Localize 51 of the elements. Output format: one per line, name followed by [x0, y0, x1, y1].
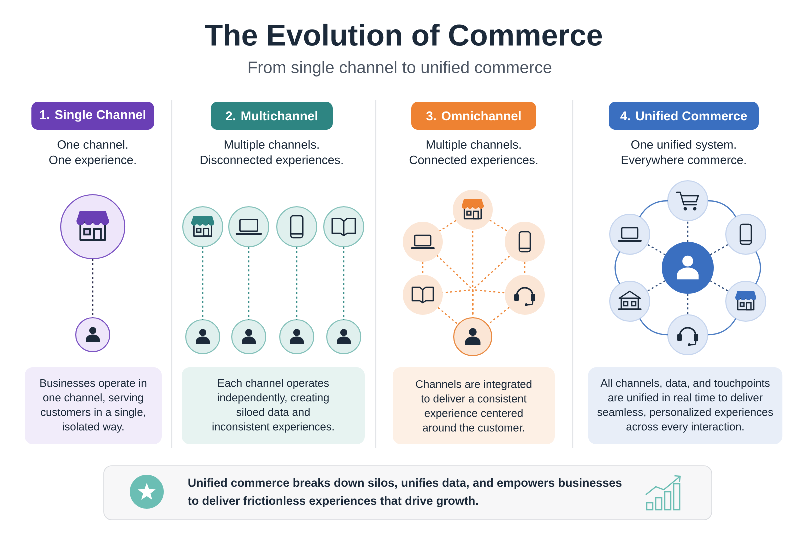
- dotted-line: [647, 280, 666, 292]
- icon-circle: [667, 314, 709, 356]
- dotted-line: [687, 294, 689, 315]
- connector-line: [708, 200, 737, 218]
- dotted-line: [296, 247, 298, 320]
- tagline: One unified system. Everywhere commerce.: [622, 140, 746, 167]
- description-box: All channels, data, and touchpoints are unified in real time to deliver seamless, personalized experiences across every interaction.: [588, 368, 783, 444]
- tagline: Multiple channels. Disconnected experiences.: [200, 140, 343, 167]
- connector-line: [756, 252, 762, 284]
- dotted-line: [472, 289, 506, 318]
- heading-pill: 1. Single Channel: [32, 102, 154, 130]
- icon-circle: [609, 214, 651, 256]
- connector-line: [639, 318, 668, 336]
- tagline: Multiple channels. Connected experiences.: [410, 140, 538, 167]
- dotted-line: [710, 244, 729, 256]
- dotted-line: [343, 247, 345, 320]
- dotted-line: [487, 307, 510, 326]
- dotted-line: [422, 262, 424, 275]
- description-box: Each channel operates independently, creating siloed data and inconsistent experiences.: [182, 368, 365, 444]
- icon-circle: [505, 222, 545, 262]
- dotted-line: [524, 262, 526, 275]
- heading-pill: 4. Unified Commerce: [609, 102, 759, 130]
- dotted-line: [248, 247, 250, 320]
- dotted-line: [440, 220, 456, 232]
- tagline: One channel. One experience.: [50, 140, 136, 167]
- icon-circle: [609, 280, 651, 322]
- subtitle: From single channel to unified commerce: [248, 61, 552, 77]
- dotted-line: [438, 307, 459, 326]
- icon-circle: [505, 275, 545, 315]
- dotted-line: [710, 280, 729, 292]
- summary-banner: Unified commerce breaks down silos, unifies data, and empowers businesses to deliver frictionless experiences that drive growth.: [104, 466, 712, 520]
- icon-circle: [726, 214, 767, 256]
- description-box: Businesses operate in one channel, serving customers in a single, isolated way.: [25, 368, 162, 444]
- title: The Evolution of Commerce: [205, 24, 602, 46]
- description-box: Channels are integrated to deliver a consistent experience centered around the customer.: [393, 368, 555, 444]
- connector-line: [614, 252, 621, 284]
- icon-circle: [403, 275, 443, 315]
- icon-circle: [276, 206, 318, 248]
- icon-circle: [228, 206, 270, 248]
- dotted-line: [490, 220, 508, 232]
- dotted-line: [92, 259, 94, 318]
- dotted-line: [647, 244, 666, 256]
- heading-pill: 2. Multichannel: [211, 102, 333, 130]
- icon-circle: [323, 206, 365, 248]
- connector-line: [708, 318, 737, 336]
- heading-pill: 3. Omnichannel: [412, 102, 536, 130]
- dotted-line: [687, 221, 689, 242]
- icon-circle: [403, 222, 443, 262]
- icon-circle: [667, 180, 709, 222]
- dotted-line: [202, 247, 204, 320]
- connector-line: [639, 200, 668, 218]
